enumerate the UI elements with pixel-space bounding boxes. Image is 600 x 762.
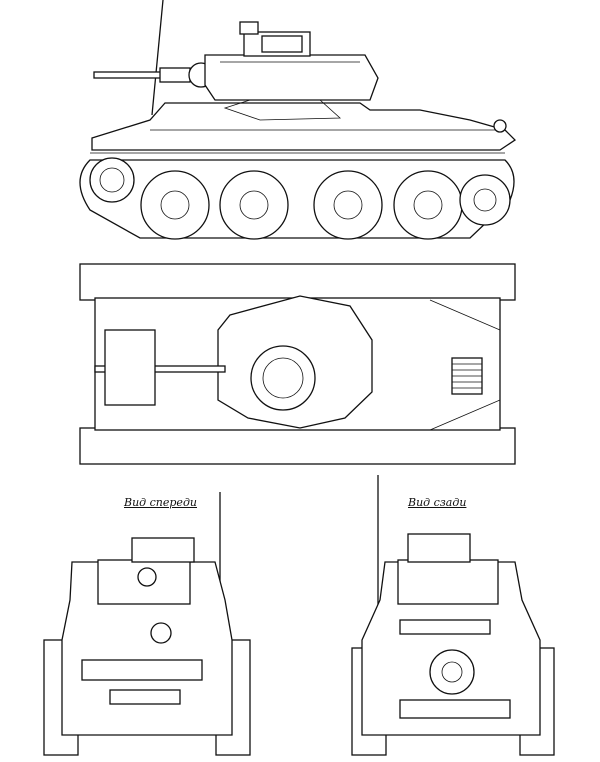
- rear-view-caption: Вид сзади: [408, 496, 467, 509]
- antenna: [151, 0, 164, 116]
- engine-grille: [451, 357, 483, 395]
- rear-turret: [407, 533, 471, 563]
- track: [79, 152, 515, 239]
- front-view-caption: Вид спереди: [124, 496, 197, 509]
- road-wheels: [89, 157, 511, 240]
- front-hull: [61, 561, 233, 736]
- top-view: [79, 263, 516, 465]
- front-turret: [131, 537, 195, 563]
- front-view: [43, 492, 251, 756]
- rear-view: [351, 475, 555, 756]
- side-view: [79, 0, 517, 240]
- hull: [91, 99, 517, 151]
- rear-exhaust: [429, 649, 475, 695]
- right-track-top: [79, 427, 516, 465]
- commander-cupola: [250, 345, 316, 411]
- left-track-top: [79, 263, 516, 301]
- main-gun: [93, 62, 214, 88]
- turret: [204, 21, 379, 101]
- rear-hull: [361, 561, 541, 736]
